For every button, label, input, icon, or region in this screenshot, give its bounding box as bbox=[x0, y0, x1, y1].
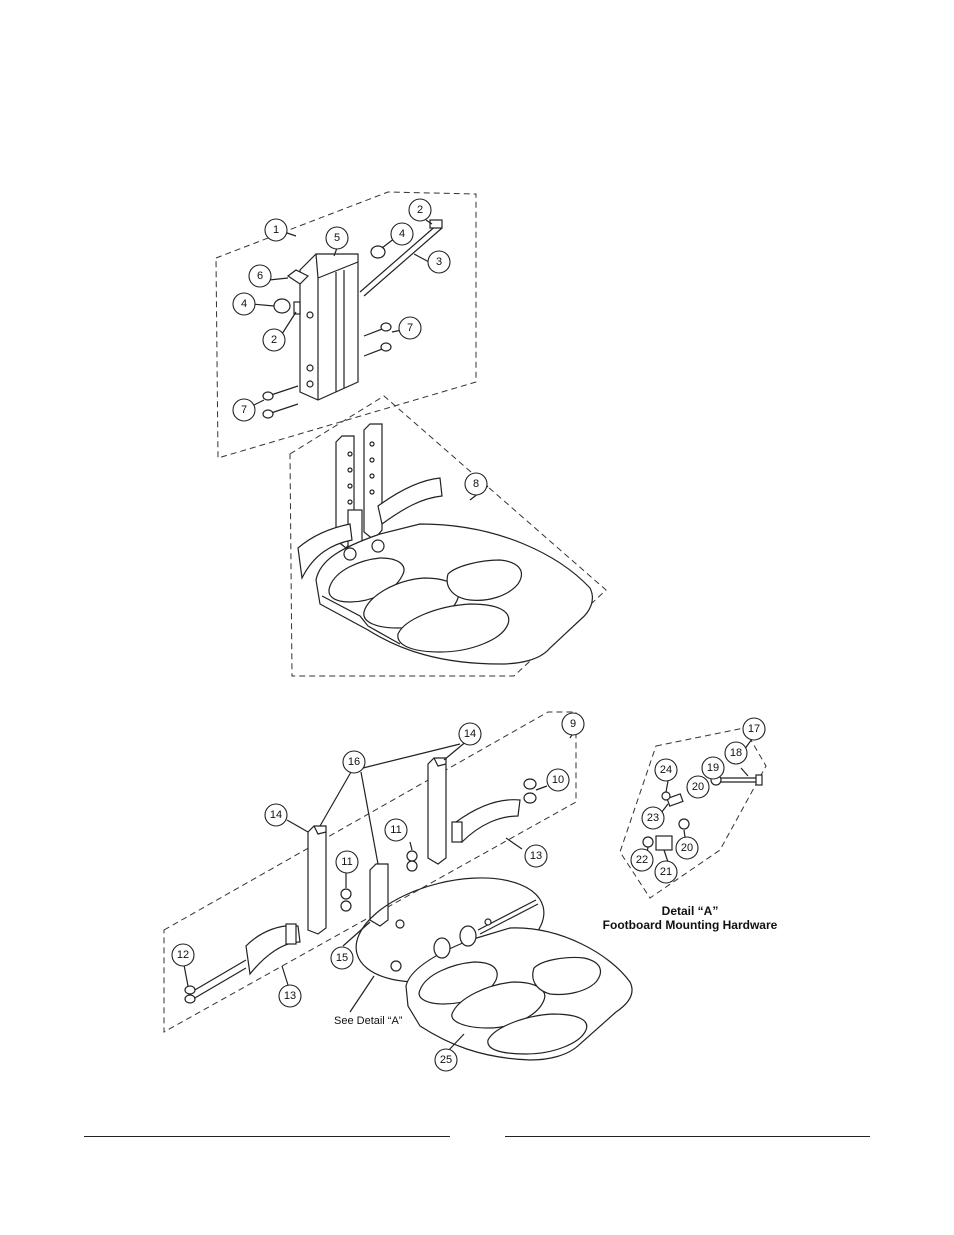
callout-7b: 7 bbox=[232, 398, 256, 422]
callout-12: 12 bbox=[171, 943, 195, 967]
callout-2b: 2 bbox=[262, 328, 286, 352]
callout-25: 25 bbox=[434, 1048, 458, 1072]
callout-11b: 11 bbox=[335, 850, 359, 874]
svg-text:1: 1 bbox=[273, 224, 279, 236]
svg-text:9: 9 bbox=[570, 718, 576, 730]
callout-11a: 11 bbox=[384, 818, 408, 842]
svg-text:14: 14 bbox=[270, 809, 282, 821]
callout-16: 16 bbox=[342, 750, 366, 774]
svg-text:15: 15 bbox=[336, 952, 348, 964]
callout-24: 24 bbox=[654, 758, 678, 782]
svg-text:14: 14 bbox=[464, 728, 476, 740]
svg-text:2: 2 bbox=[271, 334, 277, 346]
svg-text:25: 25 bbox=[440, 1054, 452, 1066]
footer-rule-left bbox=[84, 1136, 450, 1137]
callout-10: 10 bbox=[546, 768, 570, 792]
svg-text:24: 24 bbox=[660, 764, 672, 776]
svg-text:19: 19 bbox=[707, 762, 719, 774]
svg-text:6: 6 bbox=[257, 270, 263, 282]
callout-18: 18 bbox=[724, 741, 748, 765]
svg-text:4: 4 bbox=[399, 228, 405, 240]
detail-subtitle: Footboard Mounting Hardware bbox=[603, 918, 778, 932]
svg-text:20: 20 bbox=[681, 842, 693, 854]
callout-6: 6 bbox=[248, 264, 272, 288]
callout-8: 8 bbox=[464, 472, 488, 496]
callout-22: 22 bbox=[630, 848, 654, 872]
callout-14a: 14 bbox=[458, 722, 482, 746]
svg-text:4: 4 bbox=[241, 298, 247, 310]
callout-20a: 20 bbox=[686, 775, 710, 799]
callout-13b: 13 bbox=[278, 984, 302, 1008]
assembly-8-footplate bbox=[289, 395, 607, 677]
svg-text:3: 3 bbox=[436, 256, 442, 268]
callout-21: 21 bbox=[654, 860, 678, 884]
callout-2a: 2 bbox=[408, 198, 432, 222]
svg-text:2: 2 bbox=[417, 204, 423, 216]
svg-text:8: 8 bbox=[473, 478, 479, 490]
callout-4a: 4 bbox=[390, 222, 414, 246]
svg-text:7: 7 bbox=[241, 404, 247, 416]
svg-text:5: 5 bbox=[334, 232, 340, 244]
svg-text:16: 16 bbox=[348, 756, 360, 768]
svg-text:11: 11 bbox=[341, 856, 352, 868]
callout-7a: 7 bbox=[398, 316, 422, 340]
callout-14b: 14 bbox=[264, 803, 288, 827]
callout-23: 23 bbox=[641, 806, 665, 830]
svg-text:10: 10 bbox=[552, 774, 564, 786]
svg-text:11: 11 bbox=[390, 824, 401, 836]
callout-20b: 20 bbox=[675, 836, 699, 860]
svg-text:7: 7 bbox=[407, 322, 413, 334]
footer-rule-right bbox=[505, 1136, 870, 1137]
svg-text:13: 13 bbox=[530, 850, 542, 862]
detail-title: Detail “A” bbox=[662, 904, 719, 918]
callout-19: 19 bbox=[701, 756, 725, 780]
callout-3: 3 bbox=[427, 250, 451, 274]
see-detail-label: See Detail “A” bbox=[334, 1015, 403, 1027]
svg-text:17: 17 bbox=[748, 723, 760, 735]
svg-text:18: 18 bbox=[730, 747, 742, 759]
callout-4b: 4 bbox=[232, 292, 256, 316]
assembly-1-bracket bbox=[215, 191, 477, 459]
callout-5: 5 bbox=[325, 226, 349, 250]
svg-text:20: 20 bbox=[692, 781, 704, 793]
svg-text:23: 23 bbox=[647, 812, 659, 824]
callout-17: 17 bbox=[742, 717, 766, 741]
callout-15: 15 bbox=[330, 946, 354, 970]
svg-text:13: 13 bbox=[284, 990, 296, 1002]
callout-9: 9 bbox=[561, 712, 585, 736]
assembly-9-exploded-footplate bbox=[163, 711, 633, 1061]
svg-text:21: 21 bbox=[660, 866, 672, 878]
callout-13a: 13 bbox=[524, 844, 548, 868]
svg-text:12: 12 bbox=[177, 949, 189, 961]
svg-text:22: 22 bbox=[636, 854, 648, 866]
callout-1: 1 bbox=[264, 218, 288, 242]
